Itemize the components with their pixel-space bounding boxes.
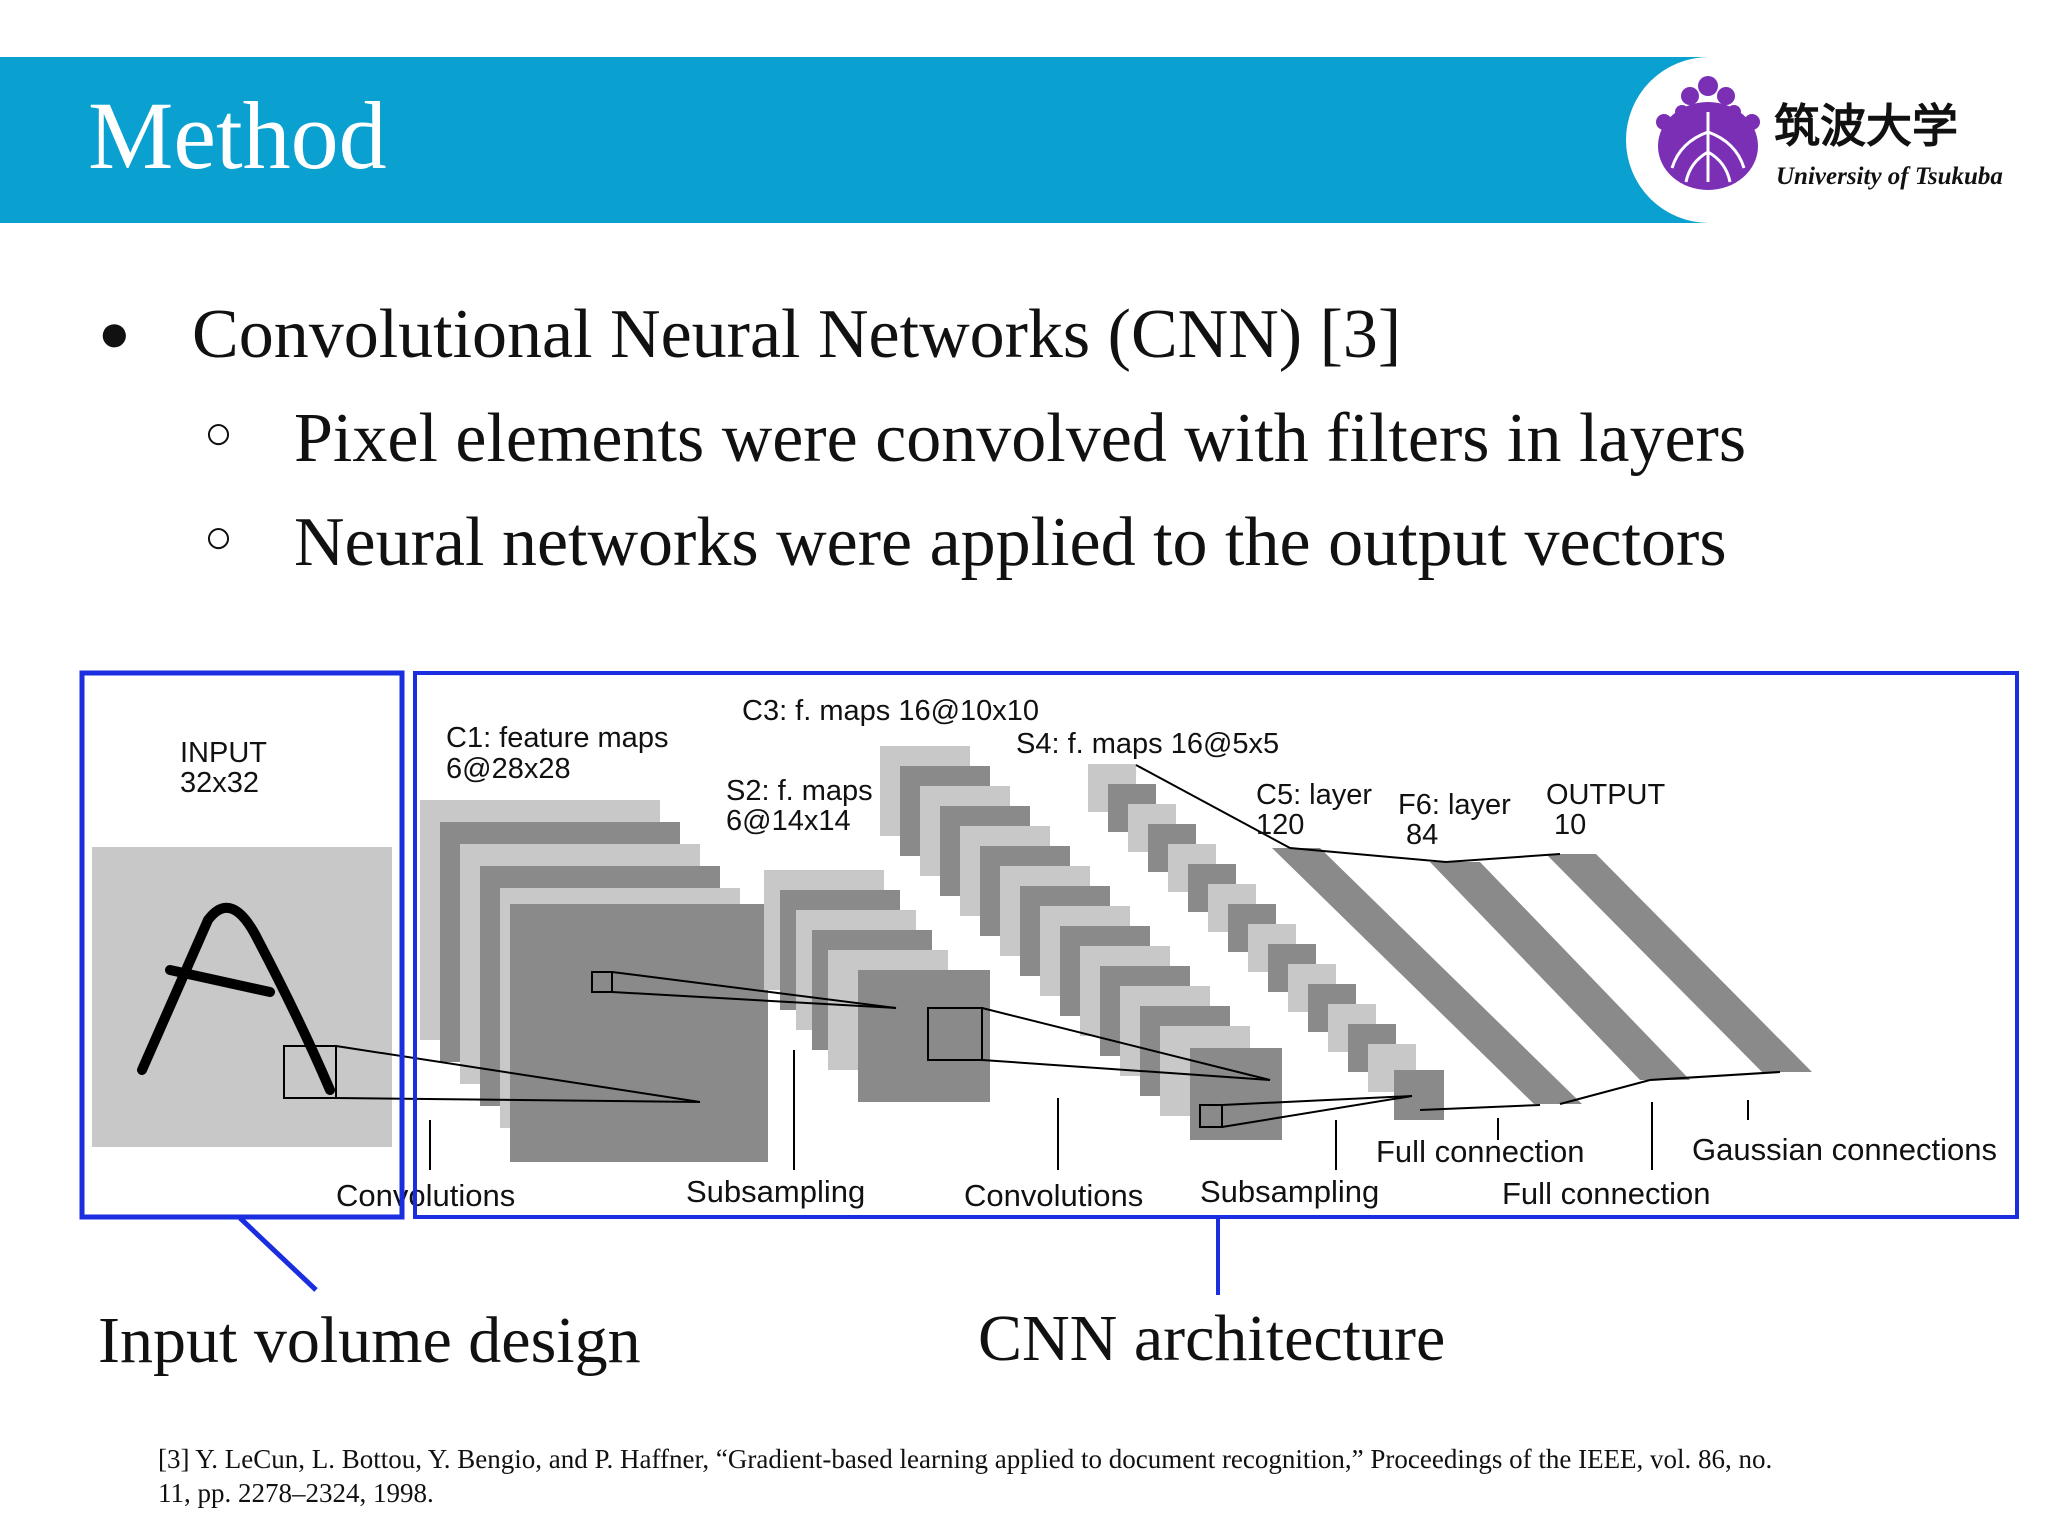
- s2-size-label: 6@14x14: [726, 805, 851, 837]
- input-image: [92, 847, 392, 1147]
- university-logo: 筑波大学 University of Tsukuba: [1656, 76, 2003, 190]
- s2-label: S2: f. maps: [726, 775, 873, 807]
- op-subsampling-1: Subsampling: [686, 1174, 865, 1209]
- f6-size-label: 84: [1406, 819, 1438, 851]
- reference-line-1: [3] Y. LeCun, L. Bottou, Y. Bengio, and …: [158, 1444, 1773, 1474]
- reference-line-2: 11, pp. 2278–2324, 1998.: [158, 1478, 434, 1508]
- caption-input-volume: Input volume design: [98, 1304, 641, 1377]
- input-volume-pointer: [238, 1216, 318, 1292]
- reference-footnote: [3] Y. LeCun, L. Bottou, Y. Bengio, and …: [158, 1442, 1938, 1510]
- op-full-connection-2: Full connection: [1502, 1176, 1711, 1211]
- input-size-label: 32x32: [180, 767, 259, 799]
- op-subsampling-2: Subsampling: [1200, 1174, 1379, 1209]
- logo-jp-name: 筑波大学: [1774, 99, 1958, 153]
- op-convolutions-1: Convolutions: [336, 1178, 515, 1213]
- s4-label: S4: f. maps 16@5x5: [1016, 728, 1279, 760]
- bullet-main: Convolutional Neural Networks (CNN) [3]: [192, 296, 1402, 373]
- bullet-dot-icon: ●: [98, 303, 131, 363]
- f6-label: F6: layer: [1398, 789, 1511, 821]
- op-full-connection-1: Full connection: [1376, 1134, 1585, 1169]
- caption-cnn-architecture: CNN architecture: [978, 1302, 1446, 1375]
- c1-size-label: 6@28x28: [446, 753, 571, 785]
- cnn-architecture-highlight-box: [413, 671, 2019, 1219]
- cnn-diagram: INPUT 32x32 C1: feature maps 6@28x28 S2:…: [79, 670, 2019, 1295]
- letter-a-glyph: [137, 902, 335, 1095]
- op-gaussian-connections: Gaussian connections: [1692, 1132, 1997, 1167]
- output-label: OUTPUT: [1546, 779, 1666, 811]
- c3-label: C3: f. maps 16@10x10: [742, 695, 1039, 727]
- s4-feature-maps: [1088, 764, 1444, 1120]
- sub-bullet-2: Neural networks were applied to the outp…: [294, 504, 1727, 581]
- op-convolutions-2: Convolutions: [964, 1178, 1143, 1213]
- c1-feature-maps: [420, 800, 768, 1162]
- fully-connected-layers: [1272, 848, 1812, 1104]
- c1-label: C1: feature maps: [446, 722, 668, 754]
- c5-label: C5: layer: [1256, 779, 1372, 811]
- c5-size-label: 120: [1256, 809, 1304, 841]
- output-size-label: 10: [1554, 809, 1586, 841]
- sub-bullet-circle-icon: ○: [204, 511, 233, 564]
- s2-feature-maps: [764, 870, 990, 1102]
- slide-title: Method: [88, 82, 387, 189]
- logo-en-name: University of Tsukuba: [1776, 163, 2003, 190]
- input-label: INPUT: [180, 737, 267, 769]
- sub-bullet-circle-icon: ○: [204, 407, 233, 460]
- sub-bullet-1: Pixel elements were convolved with filte…: [294, 400, 1747, 477]
